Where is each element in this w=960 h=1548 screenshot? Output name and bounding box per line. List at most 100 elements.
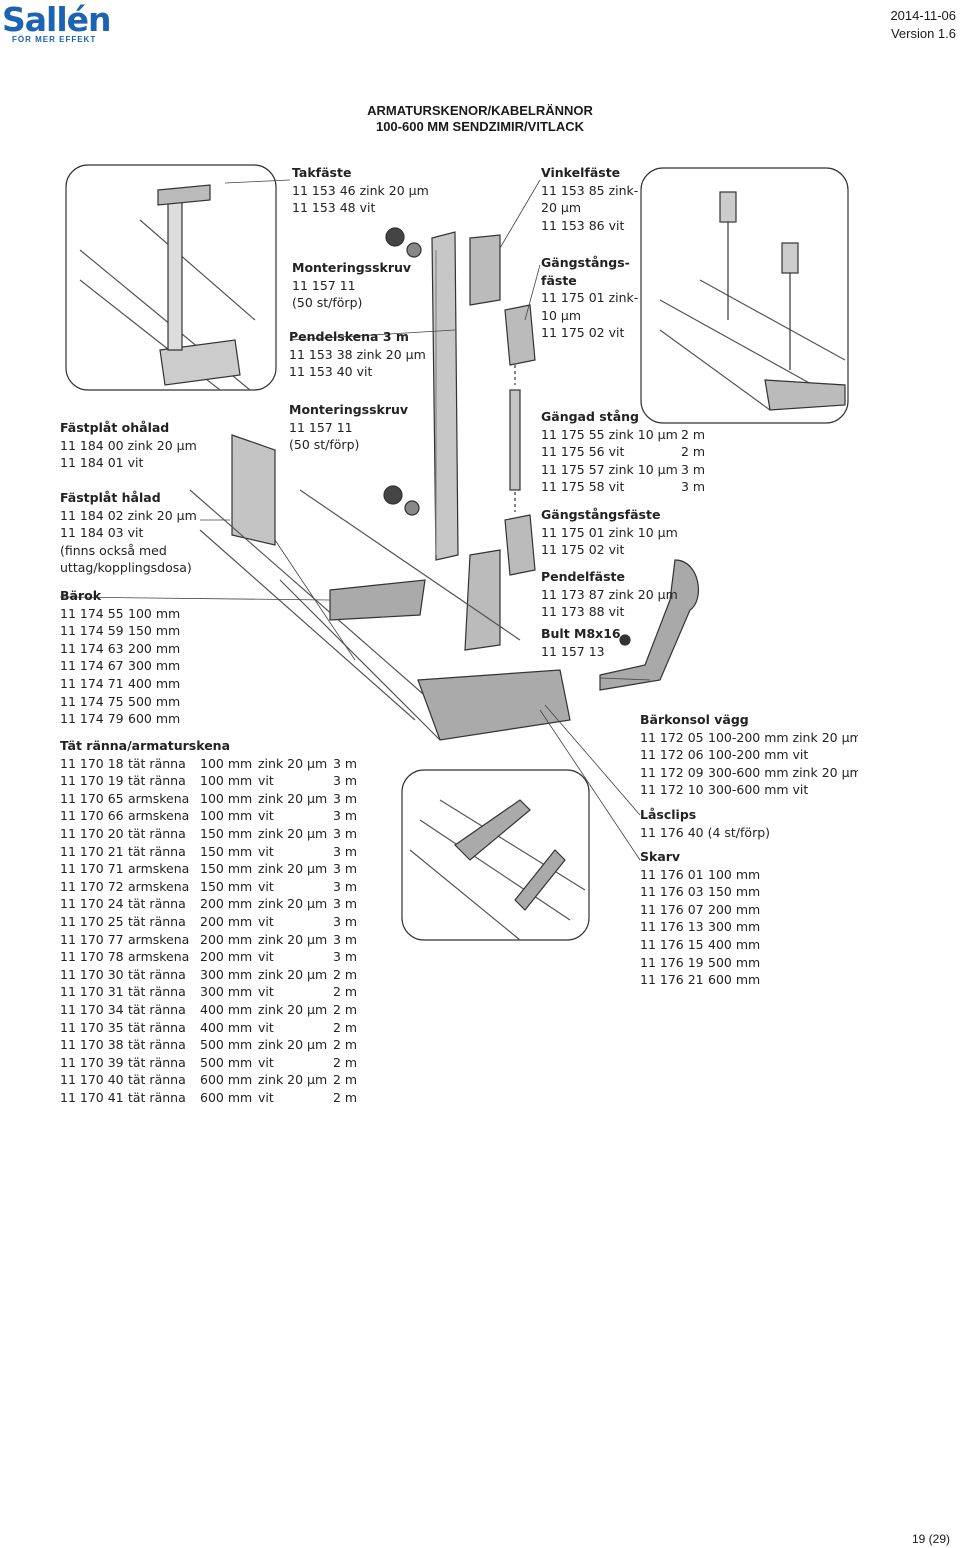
table-cell-size: 400 mm <box>200 1019 253 1035</box>
inset-gangstang <box>640 167 849 424</box>
table-cell-len: 2 m <box>333 984 358 1000</box>
logo: Sallén <box>2 0 112 39</box>
table-cell-code: 11 170 66 <box>60 808 124 824</box>
table-cell-code: 11 170 40 <box>60 1072 124 1088</box>
table-cell-finish: zink 20 µm <box>258 931 328 947</box>
table-cell-code: 11 170 25 <box>60 913 124 929</box>
table-cell-code: 11 170 71 <box>60 861 124 877</box>
table-cell-code: 11 170 72 <box>60 878 124 894</box>
table-cell-len: 2 m <box>333 1001 358 1017</box>
table-cell-len: 3 m <box>333 913 358 929</box>
label-fastplat-halad: Fästplåt hålad 11 184 02 zink 20 µm 11 1… <box>60 490 197 576</box>
table-cell-code: 11 170 78 <box>60 949 124 965</box>
table-cell-finish: zink 20 µm <box>258 1037 328 1053</box>
table-cell-len: 2 m <box>333 1089 358 1105</box>
table-cell-size: 100 mm <box>200 808 253 824</box>
table-cell-len: 3 m <box>333 843 358 859</box>
table-cell-finish: zink 20 µm <box>258 755 328 771</box>
table-cell-size: 500 mm <box>200 1037 253 1053</box>
label-gangstangsfaste-top: Gängstångs- fäste 11 175 01 zink- 10 µm … <box>541 255 639 341</box>
table-cell-size: 200 mm <box>200 931 253 947</box>
table-cell-finish: vit <box>258 1019 274 1035</box>
label-lasclips: Låsclips 11 176 40 (4 st/förp) <box>640 807 771 840</box>
inset-skarv <box>401 769 590 941</box>
table-cell-len: 3 m <box>333 773 358 789</box>
table-cell-code: 11 170 21 <box>60 843 124 859</box>
table-cell-code: 11 170 34 <box>60 1001 124 1017</box>
table-cell-len: 3 m <box>333 931 358 947</box>
table-cell-code: 11 170 30 <box>60 966 124 982</box>
table-cell-type: armskena <box>128 949 190 965</box>
table-cell-finish: vit <box>258 913 274 929</box>
table-cell-finish: vit <box>258 843 274 859</box>
table-cell-finish: zink 20 µm <box>258 790 328 806</box>
table-cell-type: tät ränna <box>128 1037 186 1053</box>
table-cell-size: 150 mm <box>200 861 253 877</box>
table-cell-size: 600 mm <box>200 1089 253 1105</box>
table-cell-type: armskena <box>128 808 190 824</box>
table-cell-len: 3 m <box>333 896 358 912</box>
table-cell-size: 100 mm <box>200 773 253 789</box>
table-cell-code: 11 170 77 <box>60 931 124 947</box>
table-cell-len: 3 m <box>333 808 358 824</box>
label-monteringsskruv-mid: Monteringsskruv 11 157 11 (50 st/förp) <box>289 402 409 453</box>
table-cell-type: armskena <box>128 931 190 947</box>
document-version: Version 1.6 <box>890 26 956 41</box>
label-bult: Bult M8x16 11 157 13 <box>541 626 621 659</box>
table-cell-len: 2 m <box>333 1072 358 1088</box>
page-subtitle: 100-600 MM SENDZIMIR/VITLACK <box>375 119 585 134</box>
table-cell-type: tät ränna <box>128 1019 186 1035</box>
table-cell-len: 2 m <box>333 966 358 982</box>
table-cell-type: tät ränna <box>128 966 186 982</box>
label-gangstangsfaste: Gängstångsfäste 11 175 01 zink 10 µm 11 … <box>541 507 678 558</box>
table-cell-finish: zink 20 µm <box>258 1072 328 1088</box>
table-cell-type: tät ränna <box>128 984 186 1000</box>
table-cell-len: 2 m <box>333 1037 358 1053</box>
label-fastplat-ohalad: Fästplåt ohålad 11 184 00 zink 20 µm 11 … <box>60 420 197 471</box>
inset-takfaste <box>65 164 277 391</box>
table-cell-code: 11 170 41 <box>60 1089 124 1105</box>
label-monteringsskruv-top: Monteringsskruv 11 157 11 (50 st/förp) <box>292 260 412 311</box>
table-cell-len: 3 m <box>333 790 358 806</box>
table-cell-len: 3 m <box>333 949 358 965</box>
table-cell-len: 2 m <box>333 1019 358 1035</box>
table-cell-len: 2 m <box>333 1054 358 1070</box>
document-date: 2014-11-06 <box>890 8 956 23</box>
table-cell-type: tät ränna <box>128 825 186 841</box>
table-cell-len: 3 m <box>333 825 358 841</box>
table-cell-type: tät ränna <box>128 913 186 929</box>
table-cell-size: 150 mm <box>200 878 253 894</box>
table-cell-type: tät ränna <box>128 755 186 771</box>
page-number: 19 (29) <box>911 1532 950 1546</box>
table-cell-type: tät ränna <box>128 1001 186 1017</box>
